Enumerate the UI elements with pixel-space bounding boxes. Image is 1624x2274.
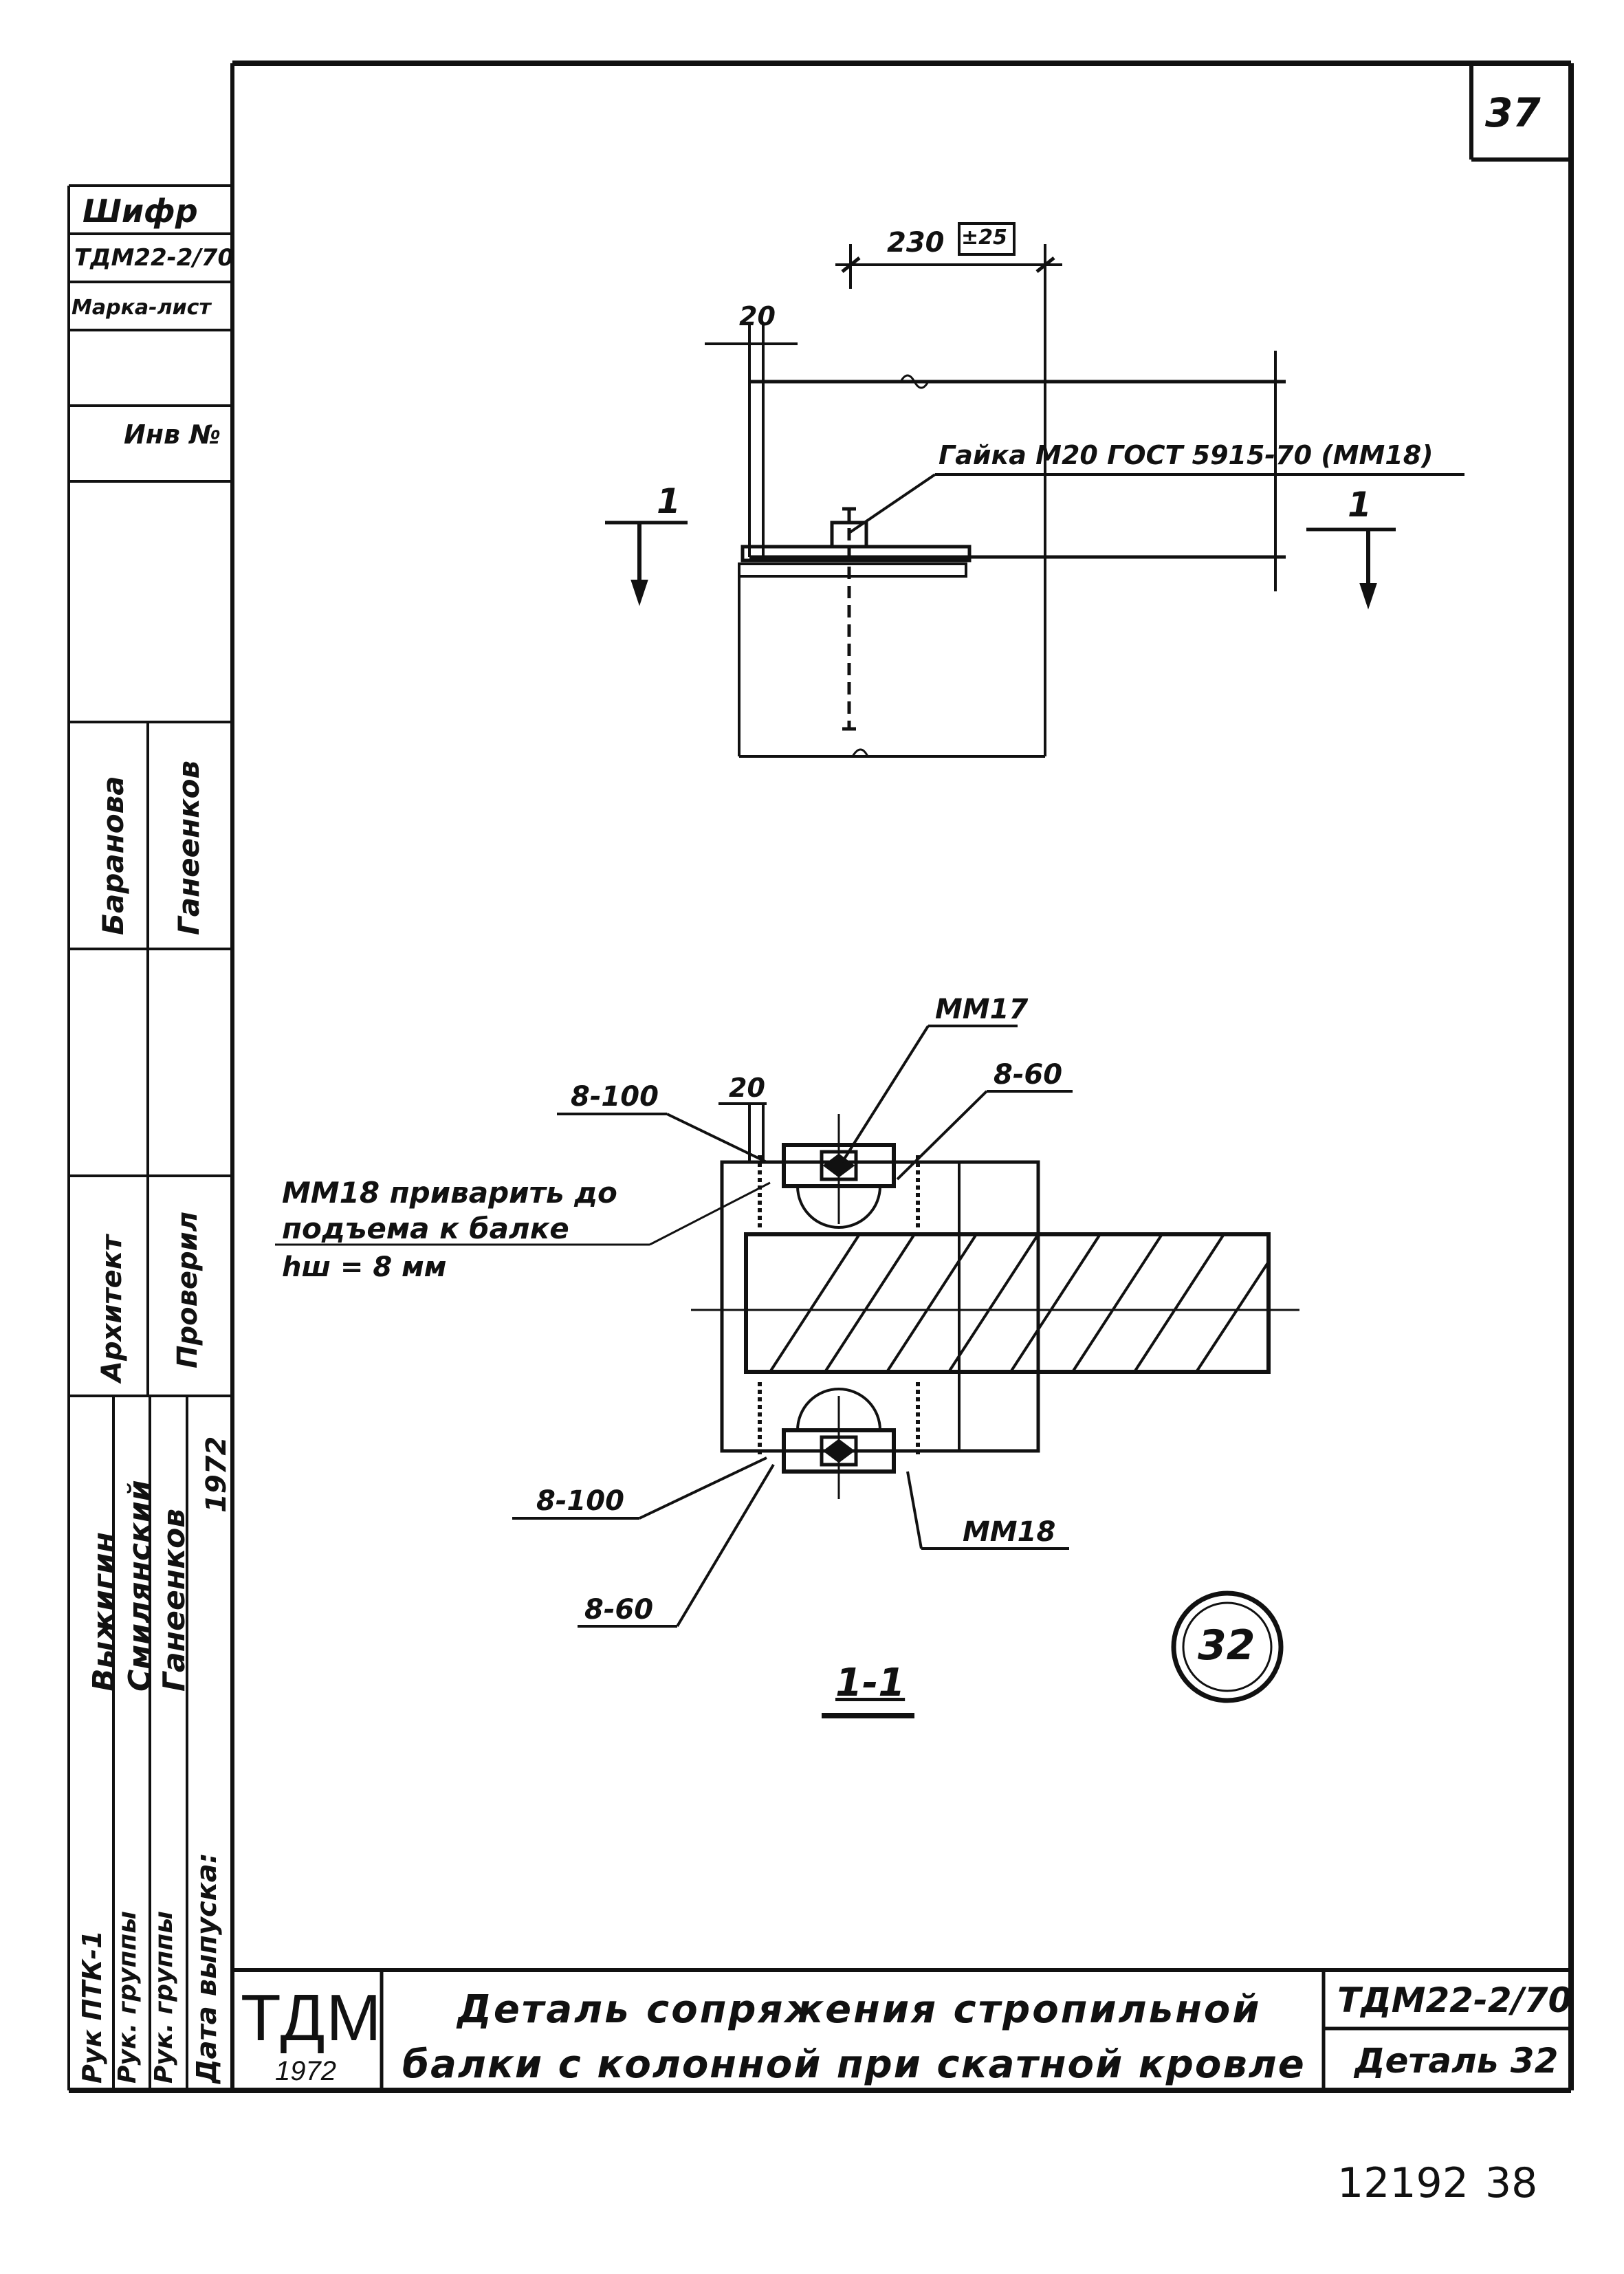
role-ptk: Рук ПТК-1 [77,1930,107,2084]
detail-number: 32 [1198,1621,1255,1670]
weld-8-100-top: 8-100 [571,1081,659,1113]
dim-tolerance: ±25 [961,226,1007,250]
logo-year: 1972 [275,2056,336,2086]
weld-8-60-top: 8-60 [994,1059,1063,1091]
archive-number: 12192 [1337,2159,1469,2207]
mark-sheet-label: Марка-лист [72,296,211,320]
developer-name-3: Ганеенков [157,1508,192,1692]
section-title: 1-1 [835,1661,906,1705]
release-date-label: Дата выпуска: [191,1852,223,2084]
dim-20-section: 20 [729,1073,765,1103]
signature-role-2: Проверил [172,1212,204,1368]
signature-role-1: Архитект [96,1234,128,1382]
label-mm18: ММ18 [963,1516,1056,1548]
developer-name-1: Выжигин [87,1531,122,1692]
note-line-2: подъема к балке [282,1212,569,1245]
note-line-1: ММ18 приварить до [282,1176,617,1210]
drawing-title-line-1: Деталь сопряжения стропильной [457,1987,1262,2032]
signature-name-2: Ганеенков [172,760,206,935]
cipher-label: Шифр [83,193,198,230]
label-mm17: ММ17 [935,994,1029,1025]
weld-8-60-bottom: 8-60 [584,1594,654,1626]
section-mark-right: 1 [1348,485,1372,525]
role-group-1: Рук. группы [113,1911,142,2084]
section-view [275,1025,1299,1718]
plan-view [605,222,1464,758]
weld-8-100-bottom: 8-100 [536,1485,624,1517]
developer-name-2: Смилянский [122,1480,157,1692]
title-block-frame [232,1968,1571,2090]
side-stamp-frame [67,184,232,2090]
section-mark-left: 1 [657,481,681,521]
role-group-2: Рук. группы [150,1911,178,2084]
dim-20-plan: 20 [739,301,776,331]
detail-label: Деталь 32 [1354,2041,1559,2081]
release-year: 1972 [201,1436,232,1513]
signature-name-1: Баранова [96,776,130,935]
drawing-code: ТДМ22-2/70 [1337,1980,1572,2020]
sheet-frame [69,61,1574,2093]
page-number: 38 [1485,2159,1538,2207]
logo: ТДМ [241,1981,383,2055]
nut-label: Гайка М20 ГОСТ 5915-70 (ММ18) [939,440,1434,470]
cipher-value: ТДМ22-2/70 [74,244,234,272]
drawing-title-line-2: балки с колонной при скатной кровле [402,2042,1306,2087]
dim-230: 230 [887,227,945,259]
sheet-number: 37 [1485,89,1541,136]
inv-label: Инв № [124,419,221,450]
note-line-3: hш = 8 мм [282,1251,447,1283]
